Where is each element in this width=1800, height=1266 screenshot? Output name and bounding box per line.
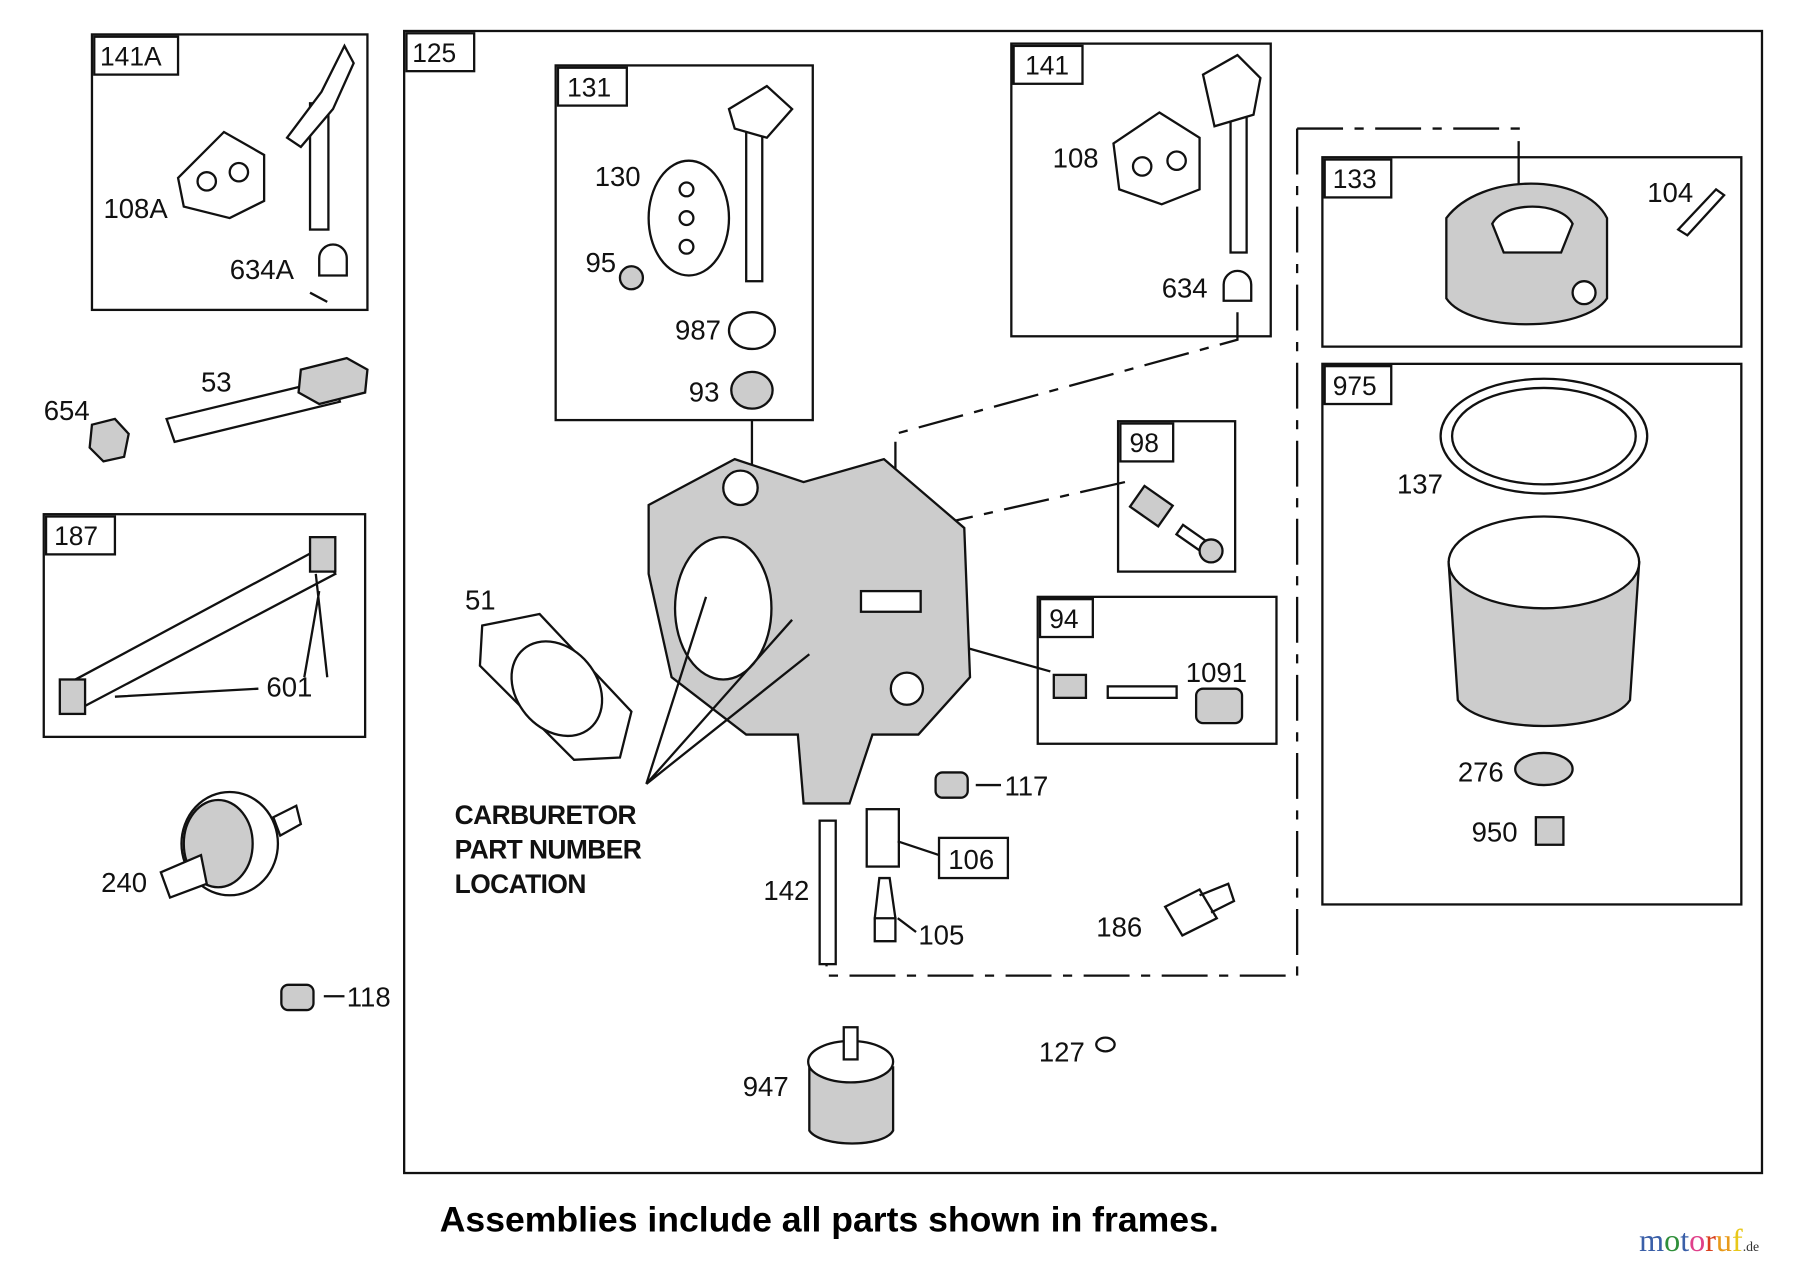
- part-label-127: 127: [1039, 1037, 1085, 1068]
- part-label-108: 108: [1053, 143, 1099, 174]
- frame-141a: 141A: [90, 33, 369, 312]
- svg-text:94: 94: [1049, 604, 1078, 634]
- part-label-947: 947: [743, 1071, 789, 1102]
- seal-987-drawing: [727, 311, 777, 351]
- part-label-53: 53: [201, 366, 232, 397]
- throttle-plate-108a-drawing: [176, 43, 355, 231]
- frame-133: 133: [1321, 156, 1743, 348]
- fuel-line-187-drawing: [58, 536, 337, 716]
- fitting-53-drawing: [165, 356, 369, 444]
- svg-text:125: 125: [412, 38, 456, 68]
- frame-131: 131: [554, 64, 814, 422]
- sleeve-106-drawing: [865, 808, 900, 868]
- frame-94: 94: [1036, 595, 1278, 745]
- leader-lines: [323, 596, 1002, 998]
- part-label-137: 137: [1397, 469, 1443, 500]
- svg-text:133: 133: [1333, 164, 1377, 194]
- note-line-3: LOCATION: [455, 869, 586, 899]
- spring-screw-98-drawing: [1128, 484, 1224, 564]
- svg-text:98: 98: [1130, 428, 1159, 458]
- part-label-634: 634: [1162, 272, 1208, 303]
- part-label-950: 950: [1472, 816, 1518, 847]
- part-label-117: 117: [1004, 770, 1048, 801]
- gasket-51-drawing: [478, 612, 633, 762]
- part-label-240: 240: [101, 867, 147, 898]
- part-label-142: 142: [763, 875, 809, 906]
- spring-634a-drawing: [309, 243, 348, 303]
- plug-118-drawing: [280, 983, 315, 1012]
- washer-276-drawing: [1514, 751, 1574, 787]
- part-label-105: 105: [918, 920, 964, 951]
- solenoid-947-drawing: [807, 1026, 895, 1145]
- svg-text:187: 187: [54, 521, 98, 551]
- frame-106: 106: [937, 836, 1010, 880]
- elbow-186-drawing: [1163, 882, 1236, 937]
- frame-98: 98: [1116, 420, 1237, 573]
- screw-950-drawing: [1534, 816, 1565, 846]
- part-label-118: 118: [347, 982, 391, 1013]
- footer-caption: Assemblies include all parts shown in fr…: [440, 1200, 1219, 1240]
- choke-plate-130-drawing: [647, 84, 794, 283]
- gasket-137-drawing: [1439, 377, 1649, 495]
- float-bowl-drawing: [1447, 515, 1641, 728]
- frame-141: 141: [1010, 42, 1272, 338]
- part-label-601: 601: [266, 672, 312, 703]
- jet-117-drawing: [934, 771, 969, 799]
- svg-text:975: 975: [1333, 371, 1377, 401]
- fuel-filter-240-drawing: [159, 790, 303, 900]
- part-label-104: 104: [1647, 177, 1693, 208]
- note-line-1: CARBURETOR: [455, 800, 637, 830]
- throttle-plate-108-drawing: [1112, 53, 1262, 254]
- bushing-93-drawing: [730, 370, 774, 410]
- part-label-634a: 634A: [230, 254, 295, 285]
- part-label-654: 654: [44, 395, 90, 426]
- ring-127-drawing: [1095, 1036, 1116, 1053]
- needle-105-drawing: [873, 876, 897, 943]
- pin-104-drawing: [1676, 187, 1726, 237]
- svg-text:131: 131: [567, 72, 611, 102]
- part-label-276: 276: [1458, 757, 1504, 788]
- watermark-logo: motoruf.de: [1639, 1222, 1759, 1258]
- carburetor-body-drawing: [647, 457, 972, 805]
- part-label-186: 186: [1096, 912, 1142, 943]
- link-line-141: [894, 312, 1239, 494]
- part-label-987: 987: [675, 315, 721, 346]
- part-label-51: 51: [465, 584, 496, 615]
- spring-634-drawing: [1222, 269, 1253, 302]
- part-label-95: 95: [586, 247, 617, 278]
- part-label-93: 93: [689, 377, 720, 408]
- nut-654-drawing: [88, 417, 130, 463]
- float-133-drawing: [1445, 182, 1609, 326]
- svg-text:106: 106: [948, 844, 994, 875]
- part-label-130: 130: [595, 161, 641, 192]
- screw-95-drawing: [618, 265, 645, 291]
- note-line-2: PART NUMBER: [455, 835, 642, 865]
- svg-text:141A: 141A: [100, 41, 162, 71]
- svg-text:141: 141: [1025, 51, 1069, 81]
- svg-text:motoruf.de: motoruf.de: [1639, 1222, 1759, 1258]
- frame-125: 125: [403, 29, 1764, 1175]
- frame-975: 975: [1321, 362, 1743, 906]
- frame-187: 187: [42, 513, 367, 739]
- part-label-1091: 1091: [1186, 657, 1247, 688]
- emulsion-tube-142-drawing: [818, 819, 837, 966]
- part-label-108a: 108A: [103, 193, 168, 224]
- needle-94-drawing: [1052, 673, 1244, 725]
